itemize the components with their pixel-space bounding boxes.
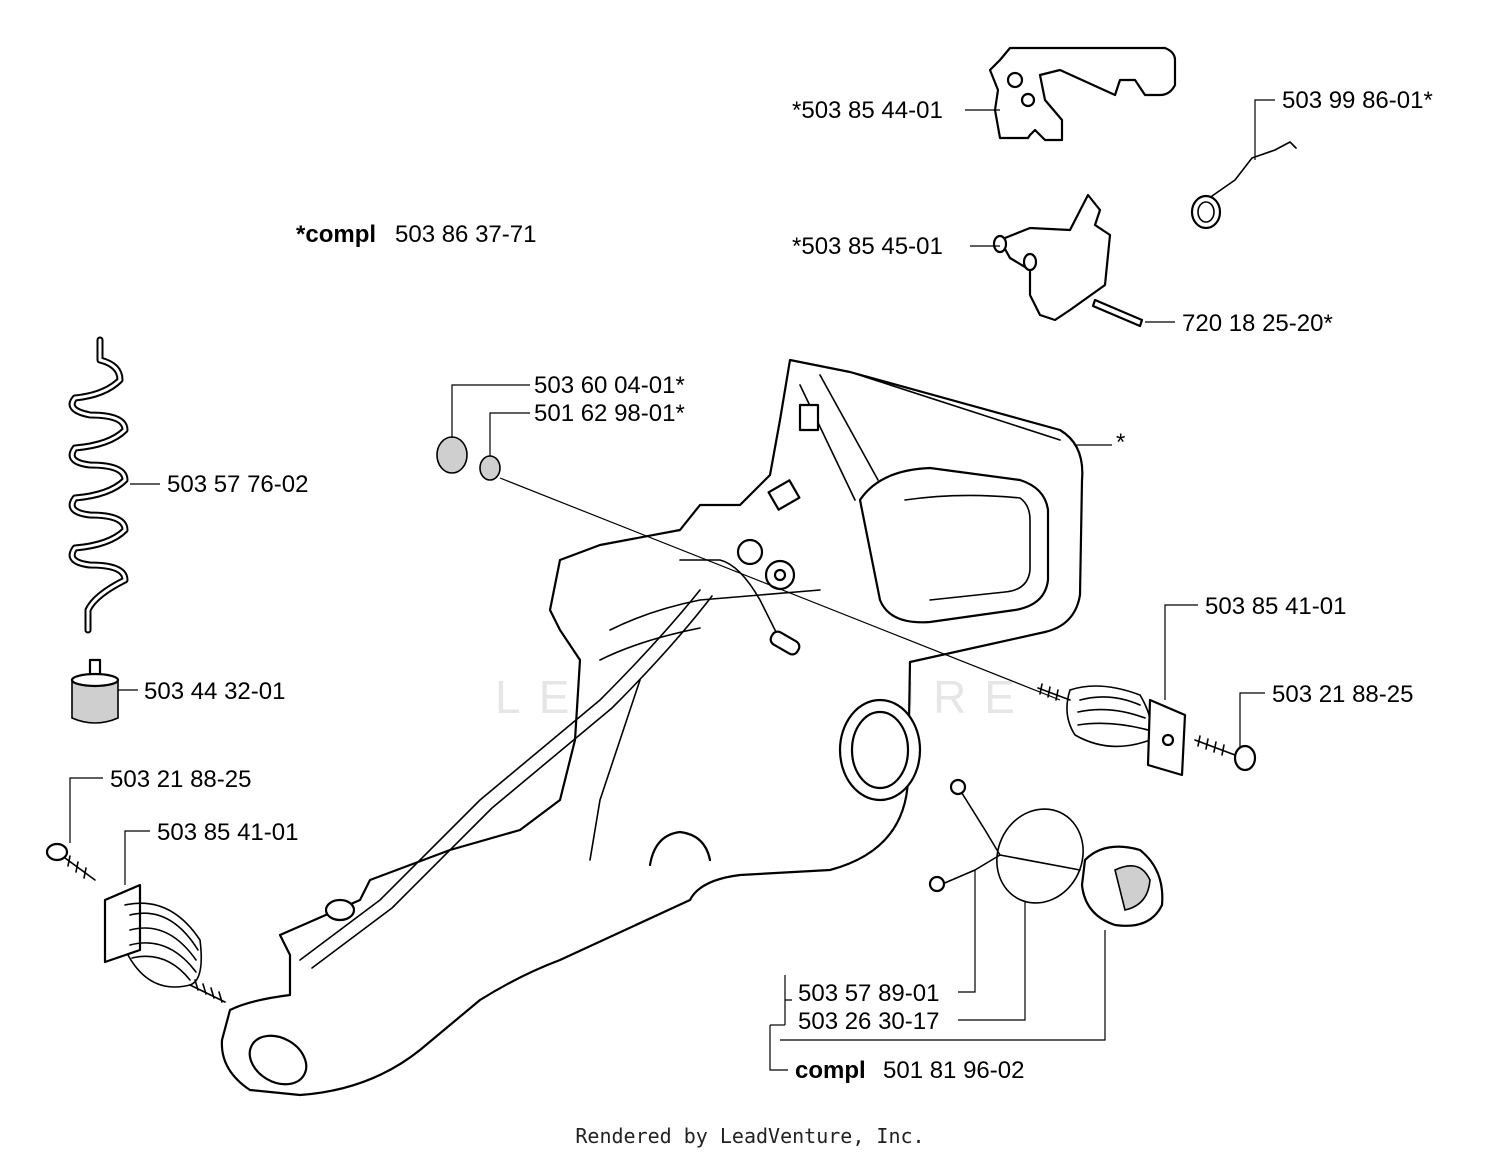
tank-housing — [220, 358, 1084, 1097]
label-503-85-41-01-left: 503 85 41-01 — [157, 819, 298, 846]
label-503-99-86-01: 503 99 86-01* — [1282, 87, 1433, 114]
compl-cap-number: 501 81 96-02 — [883, 1057, 1024, 1084]
label-503-57-76-02: 503 57 76-02 — [167, 471, 308, 498]
label-503-85-44-01: *503 85 44-01 — [792, 97, 943, 124]
fuel-cap-part — [1080, 845, 1164, 927]
leader-lines — [69, 99, 1275, 1071]
fuel-filter-part — [70, 658, 120, 724]
filter-disc-small — [479, 455, 501, 481]
pin-part — [1091, 298, 1144, 328]
screw-right-part — [1194, 735, 1257, 772]
throttle-trigger-part — [992, 193, 1112, 322]
trigger-handle-part — [988, 46, 1177, 142]
filter-disc-large — [436, 436, 468, 474]
cap-retainer-part — [928, 778, 1081, 893]
housing-slot — [798, 403, 820, 432]
label-star: * — [1116, 429, 1125, 456]
av-spring-left-part — [103, 883, 226, 1003]
torsion-spring-part — [1190, 141, 1297, 230]
screw-left-part — [45, 842, 96, 881]
cap-gasket-part — [996, 808, 1084, 904]
label-503-26-30-17: 503 26 30-17 — [798, 1008, 939, 1035]
label-503-21-88-25-left: 503 21 88-25 — [110, 766, 251, 793]
label-503-44-32-01: 503 44 32-01 — [144, 678, 285, 705]
label-503-85-41-01-right: 503 85 41-01 — [1205, 593, 1346, 620]
label-503-21-88-25-right: 503 21 88-25 — [1272, 681, 1413, 708]
av-spring-right-part — [1037, 683, 1187, 777]
fuel-hose-part — [68, 336, 129, 634]
compl-main-prefix: *compl — [296, 221, 376, 248]
label-501-62-98-01: 501 62 98-01* — [534, 400, 685, 427]
label-720-18-25-20: 720 18 25-20* — [1182, 310, 1333, 337]
label-503-60-04-01: 503 60 04-01* — [534, 372, 685, 399]
label-503-85-45-01: *503 85 45-01 — [792, 233, 943, 260]
compl-main-number: 503 86 37-71 — [395, 221, 536, 248]
label-503-57-89-01: 503 57 89-01 — [798, 980, 939, 1007]
compl-cap-prefix: compl — [795, 1057, 866, 1084]
footer-credit: Rendered by LeadVenture, Inc. — [575, 1124, 925, 1148]
